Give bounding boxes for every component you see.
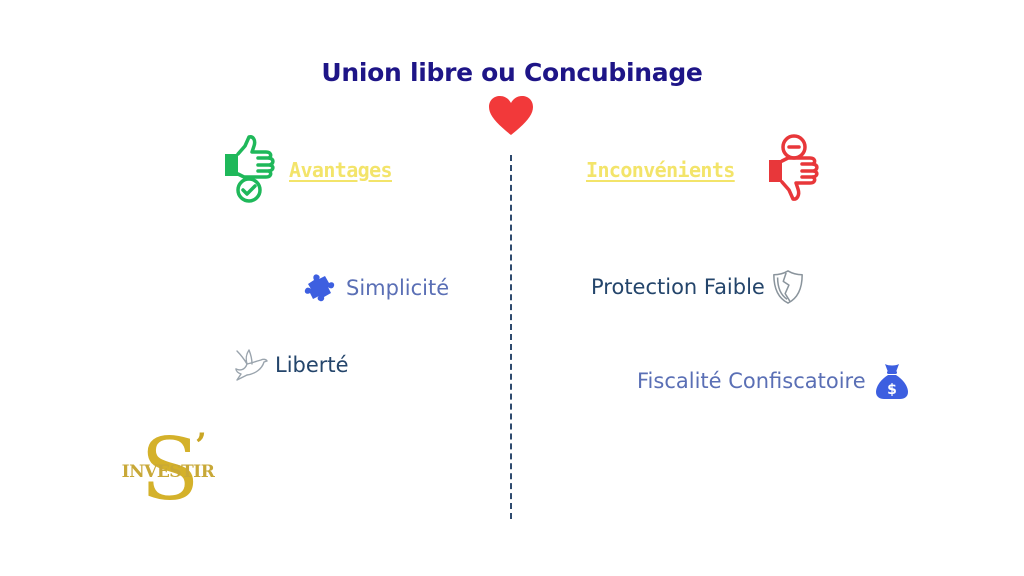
heart-icon [489,96,533,135]
logo-apostrophe: ’ [195,426,207,466]
svg-text:$: $ [887,382,897,398]
thumbs-up-check-icon [225,135,275,203]
advantages-header: Avantages [222,134,422,204]
advantage-label: Simplicité [346,276,450,300]
advantage-item-simplicite: Simplicité [302,270,449,306]
thumbs-down-minus-icon [769,134,819,201]
advantages-heading: Avantages [289,158,393,182]
advantage-label: Liberté [275,353,349,377]
puzzle-piece-icon [304,274,335,302]
money-bag-icon: $ [875,364,908,399]
logo-letter: S [140,420,200,520]
sinvestir-logo: S ’ INVESTIR [118,420,218,520]
page-title: Union libre ou Concubinage [321,58,703,87]
column-divider [510,155,512,519]
logo-word: INVESTIR [121,462,215,482]
broken-shield-icon [772,270,803,304]
disadvantage-item-protection: Protection Faible [591,268,805,306]
advantage-item-liberte: Liberté [233,347,349,383]
disadvantages-header: Inconvénients [586,134,826,204]
disadvantage-label: Fiscalité Confiscatoire [637,369,866,393]
disadvantage-item-fiscalite: Fiscalité Confiscatoire $ [637,361,910,401]
disadvantages-heading: Inconvénients [586,158,735,182]
dove-icon [235,349,268,381]
disadvantage-label: Protection Faible [591,275,765,299]
